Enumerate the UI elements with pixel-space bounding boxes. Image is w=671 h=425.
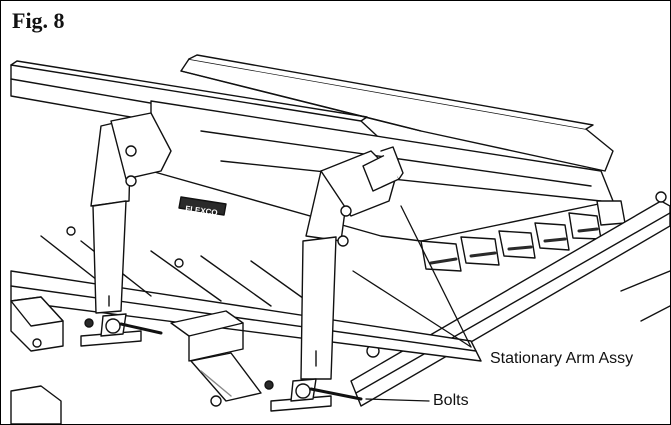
left-mount-block: [10, 296, 64, 352]
flexco-logo-plate: FLEXCO: [178, 196, 227, 217]
lower-pillow-block: [264, 378, 363, 412]
blade-segments: [420, 200, 626, 272]
back-top-rail: [180, 54, 614, 172]
bolts-callout: Bolts: [431, 392, 471, 410]
leader-lines: [352, 205, 472, 402]
stationary-arm-callout: Stationary Arm Assy: [488, 350, 636, 368]
center-tensioner: [170, 310, 262, 407]
lower-long-rail: [10, 270, 482, 362]
svg-text:FLEXCO: FLEXCO: [185, 204, 218, 217]
center-pillow-block: [80, 313, 163, 347]
pivot-clamp: [362, 146, 404, 192]
bottom-left-block: [10, 385, 62, 424]
left-arm-bracket: [90, 112, 172, 314]
figure-label: Fig. 8: [10, 8, 69, 36]
